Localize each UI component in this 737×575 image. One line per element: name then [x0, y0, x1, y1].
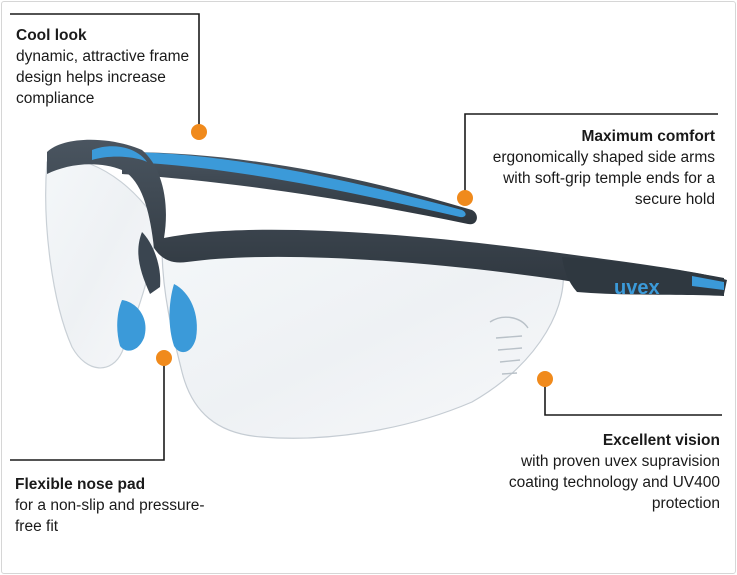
nose-bridge — [117, 232, 197, 353]
marker-dots — [156, 124, 553, 387]
callout-excellent-vision: Excellent vision with proven uvex suprav… — [502, 430, 720, 514]
callout-title: Flexible nose pad — [15, 476, 146, 493]
callout-body: dynamic, attractive frame design helps i… — [16, 48, 190, 107]
left-nose-pad — [117, 300, 146, 351]
callout-maximum-comfort: Maximum comfort ergonomically shaped sid… — [472, 126, 715, 210]
callout-cool-look: Cool look dynamic, attractive frame desi… — [16, 25, 216, 109]
lens-markings — [489, 316, 529, 375]
callout-title: Cool look — [16, 27, 87, 44]
callout-body: ergonomically shaped side arms with soft… — [492, 149, 715, 208]
callout-title: Maximum comfort — [581, 128, 716, 145]
right-nose-pad — [169, 284, 197, 353]
leader-lines — [10, 13, 722, 461]
callout-title: Excellent vision — [602, 432, 720, 449]
far-side-arm — [122, 152, 477, 225]
callout-body: with proven uvex supravision coating tec… — [508, 453, 720, 512]
callout-body: for a non-slip and pressure-free fit — [15, 497, 205, 535]
callout-flexible-nose-pad: Flexible nose pad for a non-slip and pre… — [15, 474, 215, 537]
brand-logo: uvex — [614, 277, 660, 299]
brow-frame — [47, 139, 727, 296]
